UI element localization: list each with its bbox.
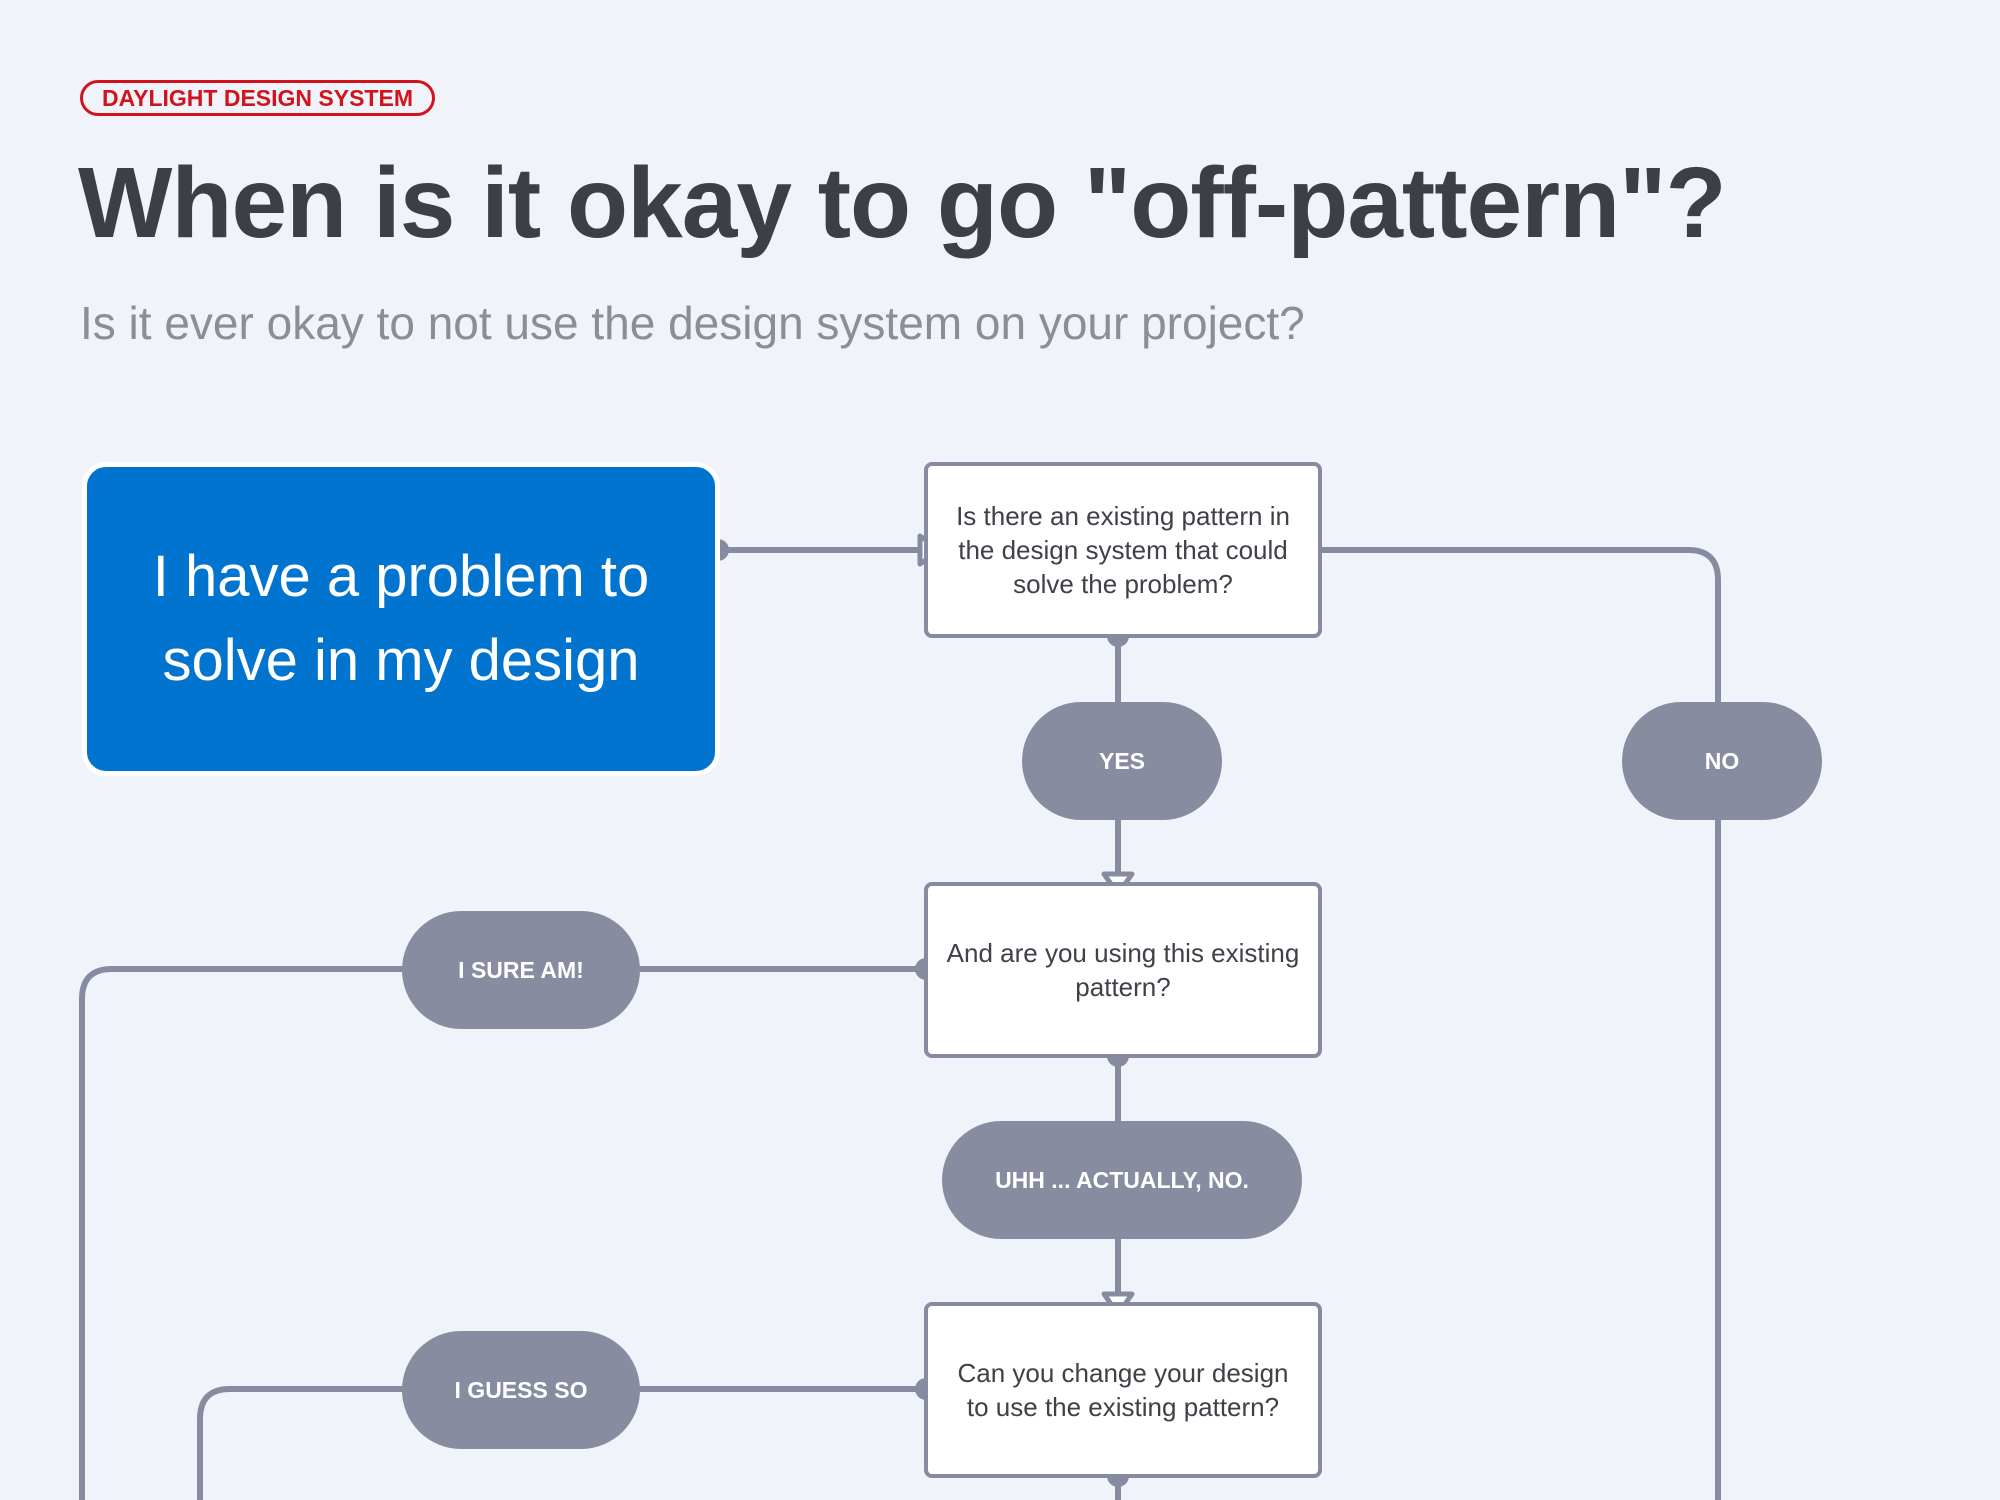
design-system-tag: DAYLIGHT DESIGN SYSTEM: [80, 80, 435, 116]
connector-q3-guess: [197, 1386, 929, 1500]
answer-guess: I GUESS SO: [402, 1331, 640, 1449]
answer-sure: I SURE AM!: [402, 911, 640, 1029]
answer-no: NO: [1622, 702, 1822, 820]
page-title: When is it okay to go "off-pattern"?: [78, 147, 1727, 259]
question-using-pattern: And are you using this existing pattern?: [924, 882, 1322, 1058]
connector-q2-sure: [79, 966, 929, 1500]
connector-q1-no: [1315, 547, 1721, 1500]
question-change-design: Can you change your design to use the ex…: [924, 1302, 1322, 1478]
start-node: I have a problem to solve in my design: [82, 462, 720, 776]
answer-actually-no: UHH ... ACTUALLY, NO.: [942, 1121, 1302, 1239]
page-subtitle: Is it ever okay to not use the design sy…: [80, 297, 1305, 349]
question-existing-pattern: Is there an existing pattern in the desi…: [924, 462, 1322, 638]
answer-yes: YES: [1022, 702, 1222, 820]
